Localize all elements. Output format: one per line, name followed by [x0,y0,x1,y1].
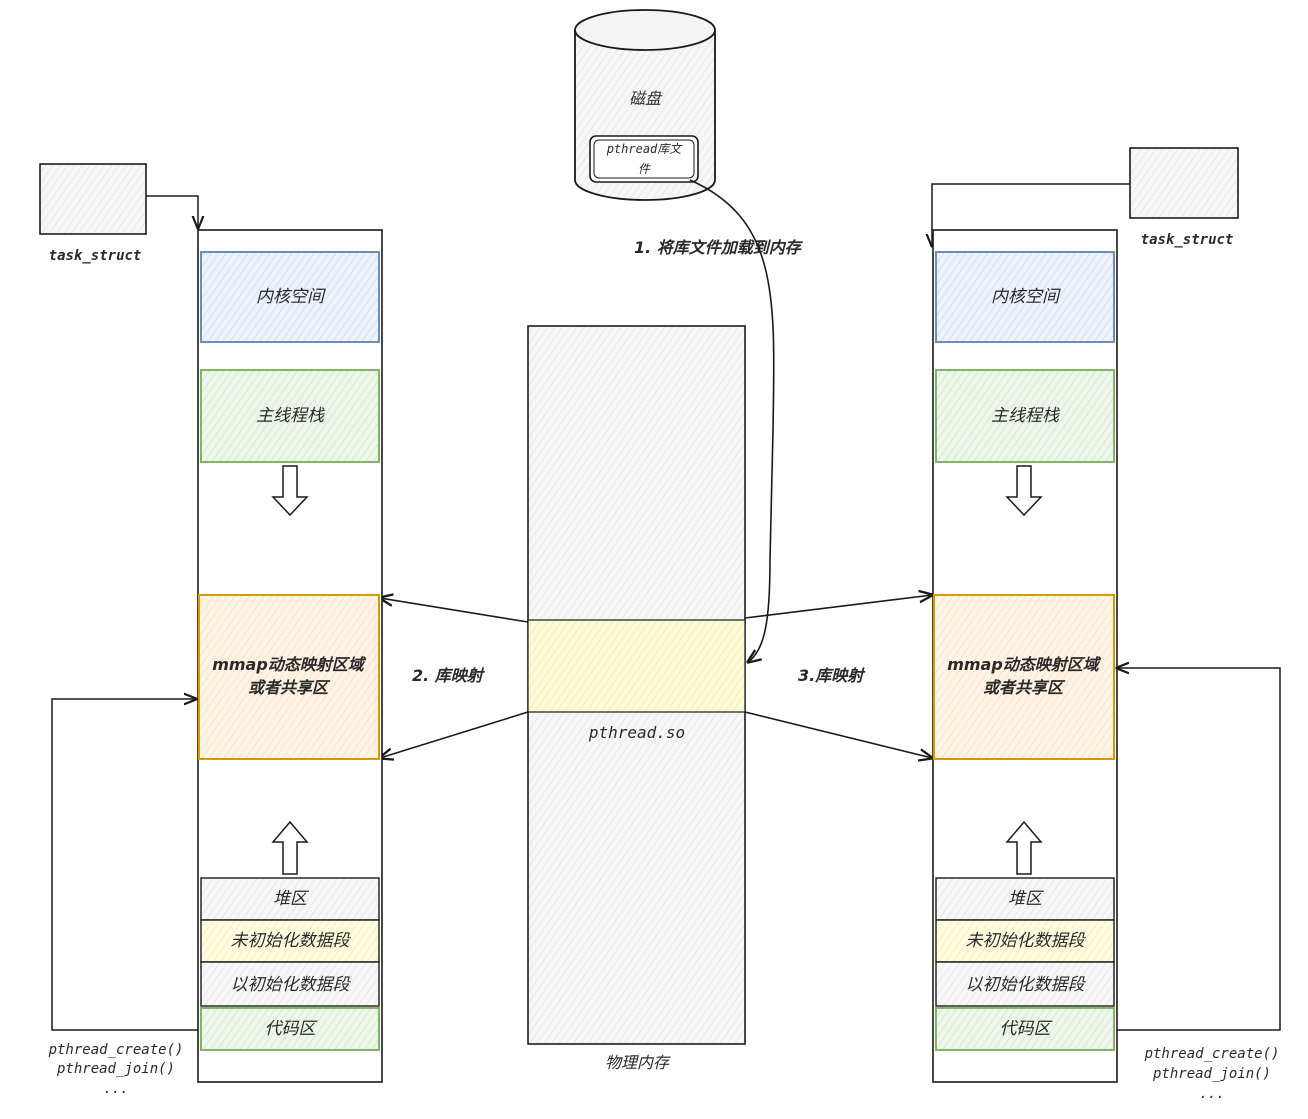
step2-label: 2. 库映射 [412,666,486,685]
left-mmap-label-line2: 或者共享区 [248,678,331,697]
map-arrow-right-bottom [744,711,932,758]
load-to-memory-arrow [689,179,775,662]
right-stack-grow-arrow [1005,465,1043,517]
pthread-lib-file-label-line1: pthread库文 [606,142,684,156]
map-arrow-left-top [380,598,529,623]
right-call-pthread-create: pthread_create() [1144,1046,1280,1062]
left-heap-label: 堆区 [273,889,310,909]
left-call-ellipsis: ... [103,1081,128,1097]
left-main-stack [200,369,380,463]
right-task-struct-pointer [932,183,1130,246]
left-data-segment [200,961,380,1007]
left-task-struct-label: task_struct [49,248,142,264]
right-task-struct-label: task_struct [1141,232,1234,248]
physical-memory-label: 物理内存 [605,1053,671,1072]
right-kernel-space [935,251,1115,343]
step3-label: 3.库映射 [798,666,866,685]
right-heap-grow-arrow [1005,820,1043,875]
pthread-lib-file-label-line2: 件 [638,162,651,176]
left-call-loop-arrow [51,699,198,1031]
map-arrow-left-bottom [380,711,529,758]
left-code [200,1007,380,1051]
right-process: task_struct 内核空间 主线程栈 mmap动态映射区域 或者共享区 堆… [932,147,1281,1102]
left-task-struct-box [39,163,147,235]
step1-label: 1. 将库文件加载到内存 [634,238,804,257]
right-bss-label: 未初始化数据段 [966,931,1087,951]
right-bss [935,919,1115,963]
left-kernel-space [200,251,380,343]
left-call-pthread-create: pthread_create() [48,1042,184,1058]
left-task-struct-pointer [146,195,198,228]
map-arrow-right-top [744,595,932,619]
right-mmap-label-line1: mmap动态映射区域 [947,655,1102,674]
left-bss-label: 未初始化数据段 [231,931,352,951]
left-mmap-label-line1: mmap动态映射区域 [212,655,367,674]
left-data-segment-label: 以初始化数据段 [231,975,352,995]
pthread-so-region [527,619,746,713]
left-kernel-space-label: 内核空间 [256,287,326,307]
left-mmap-region [198,594,380,760]
right-heap-label: 堆区 [1008,889,1045,909]
left-call-pthread-join: pthread_join() [56,1061,175,1077]
left-stack-grow-arrow [271,465,309,517]
right-mmap-region [933,594,1115,760]
left-process: task_struct 内核空间 主线程栈 mmap动态映射区域 或者共享区 堆… [39,163,383,1097]
right-heap [935,877,1115,921]
right-call-loop-arrow [1117,668,1281,1031]
right-call-ellipsis: ... [1199,1086,1224,1102]
right-data-segment [935,961,1115,1007]
right-main-stack [935,369,1115,463]
right-kernel-space-label: 内核空间 [991,287,1061,307]
right-code-label: 代码区 [1000,1019,1054,1039]
right-mmap-label-line2: 或者共享区 [983,678,1066,697]
right-task-struct-box [1129,147,1239,219]
left-heap-grow-arrow [271,820,309,875]
right-main-stack-label: 主线程栈 [991,406,1060,426]
pthread-so-label: pthread.so [588,723,685,742]
left-code-label: 代码区 [265,1019,319,1039]
pthread-lib-file-box [589,135,699,183]
right-code [935,1007,1115,1051]
left-main-stack-label: 主线程栈 [256,406,325,426]
disk-label: 磁盘 [629,89,663,108]
right-call-pthread-join: pthread_join() [1152,1066,1271,1082]
right-data-segment-label: 以初始化数据段 [966,975,1087,995]
